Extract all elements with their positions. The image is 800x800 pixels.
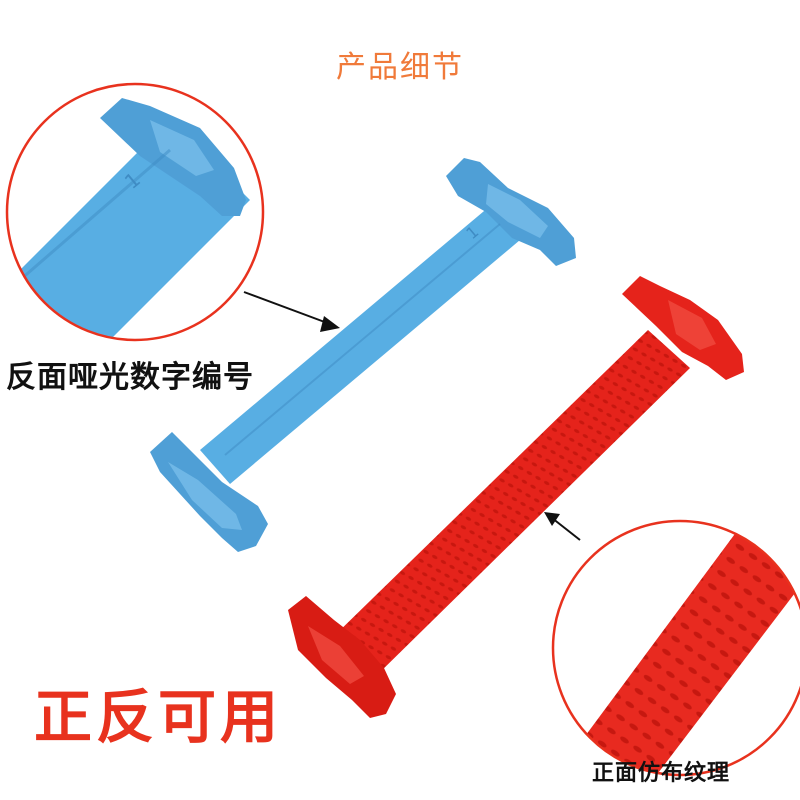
page-title: 产品细节 xyxy=(336,50,464,85)
arrow-to-back xyxy=(243,291,340,332)
blue-lace-piece: 1 xyxy=(150,158,576,552)
arrow-to-front xyxy=(544,512,581,541)
zoom-circle-back: 1 xyxy=(5,82,265,342)
front-side-label: 正面仿布纹理 xyxy=(592,761,731,786)
back-side-label: 反面哑光数字编号 xyxy=(6,360,254,395)
zoom-circle-front xyxy=(551,519,800,777)
reversible-label: 正反可用 xyxy=(34,683,283,751)
red-lace-piece xyxy=(288,276,744,718)
